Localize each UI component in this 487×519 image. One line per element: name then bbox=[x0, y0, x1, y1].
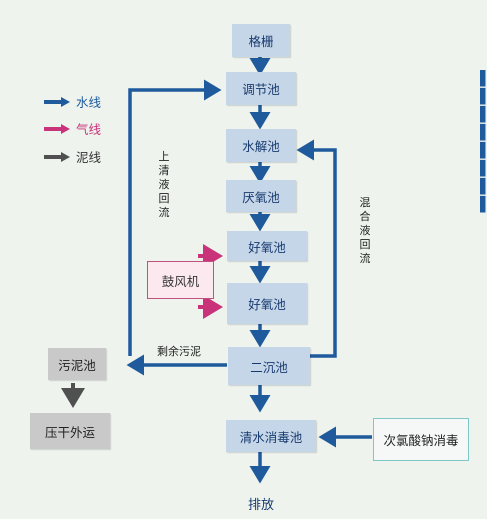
node-hypochlorite-disinfection: 次氯酸钠消毒 bbox=[373, 418, 469, 461]
legend-water-label: 水线 bbox=[76, 95, 102, 110]
supernatant-return-line bbox=[128, 79, 222, 356]
excess-sludge-label: 剩余污泥 bbox=[157, 345, 201, 358]
legend-air: 气线 bbox=[43, 119, 101, 138]
legend-air-label: 气线 bbox=[76, 122, 102, 137]
node-hydrolysis-tank: 水解池 bbox=[226, 129, 296, 162]
node-grille: 格栅 bbox=[232, 24, 290, 57]
air-line-icon bbox=[44, 123, 70, 134]
node-sludge-tank: 污泥池 bbox=[48, 348, 106, 380]
water-line-icon bbox=[44, 96, 70, 107]
node-aerobic-tank-2: 好氧池 bbox=[227, 283, 307, 324]
sludge-line-icon bbox=[44, 151, 70, 162]
node-press-haul: 压干外运 bbox=[30, 413, 110, 449]
cropped-edge-text: ▌▌▌▌▌▌▌▌ bbox=[480, 71, 487, 213]
mixed-liquor-return-line bbox=[296, 139, 337, 358]
node-blower: 鼓风机 bbox=[147, 261, 214, 299]
discharge-label: 排放 bbox=[248, 498, 275, 513]
node-disinfection-tank: 清水消毒池 bbox=[226, 420, 316, 452]
legend-sludge: 泥线 bbox=[43, 147, 101, 166]
legend-water: 水线 bbox=[43, 92, 101, 111]
node-regulation-tank: 调节池 bbox=[226, 72, 296, 105]
mixed-liquor-return-label: 混合液回流 bbox=[359, 196, 371, 265]
node-secondary-clarifier: 二沉池 bbox=[228, 347, 310, 385]
node-anoxic-tank: 厌氧池 bbox=[226, 180, 296, 212]
node-aerobic-tank-1: 好氧池 bbox=[227, 231, 307, 261]
legend-sludge-label: 泥线 bbox=[76, 150, 102, 165]
supernatant-return-label: 上清液回流 bbox=[158, 150, 170, 219]
